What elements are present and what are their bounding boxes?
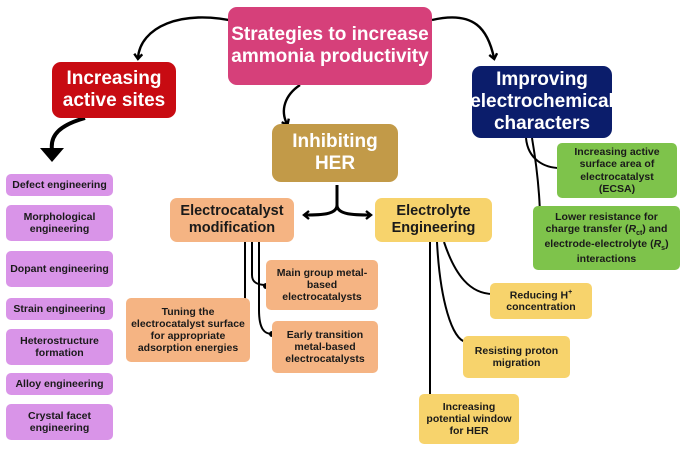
list-item-defect-engineering: Defect engineering [6,174,113,196]
item-increasing-potential-window: Increasing potential window for HER [419,394,519,444]
branch-her-label: Inhibiting HER [292,131,378,174]
root-strategy-box: Strategies to increase ammonia productiv… [228,7,432,85]
list-item-strain-engineering: Strain engineering [6,298,113,320]
item-reducing-h-concentration: Reducing H+ concentration [490,283,592,319]
list-item-crystal-facet-engineering: Crystal facet engineering [6,404,113,440]
item-increasing-ecsa: Increasing active surface area of electr… [557,143,677,198]
branch-inhibiting-her: Inhibiting HER [272,124,398,182]
list-item-morphological-engineering: Morphological engineering [6,205,113,241]
item-lower-resistance: Lower resistance for charge transfer (Rc… [533,206,680,270]
branch-increasing-active-sites: Increasing active sites [52,62,176,118]
electrolyte-label: Electrolyte Engineering [391,203,476,236]
root-label: Strategies to increase ammonia productiv… [231,24,429,67]
list-item-dopant-engineering: Dopant engineering [6,251,113,287]
item-tuning-surface: Tuning the electrocatalyst surface for a… [126,298,250,362]
item-resisting-proton-migration: Resisting proton migration [463,336,570,378]
branch-active-label: Increasing active sites [62,68,166,111]
catalyst-label: Electrocatalyst modification [180,203,284,236]
list-item-heterostructure-formation: Heterostructure formation [6,329,113,365]
electrolyte-engineering-box: Electrolyte Engineering [375,198,492,242]
branch-electrochemical-characters: Improving electrochemical characters [470,66,614,138]
electrocatalyst-modification-box: Electrocatalyst modification [170,198,294,242]
item-early-transition-catalysts: Early transition metal-based electrocata… [272,321,378,373]
item-main-group-catalysts: Main group metal-based electrocatalysts [266,260,378,310]
branch-electro-label: Improving electrochemical characters [470,69,614,134]
list-item-alloy-engineering: Alloy engineering [6,373,113,395]
